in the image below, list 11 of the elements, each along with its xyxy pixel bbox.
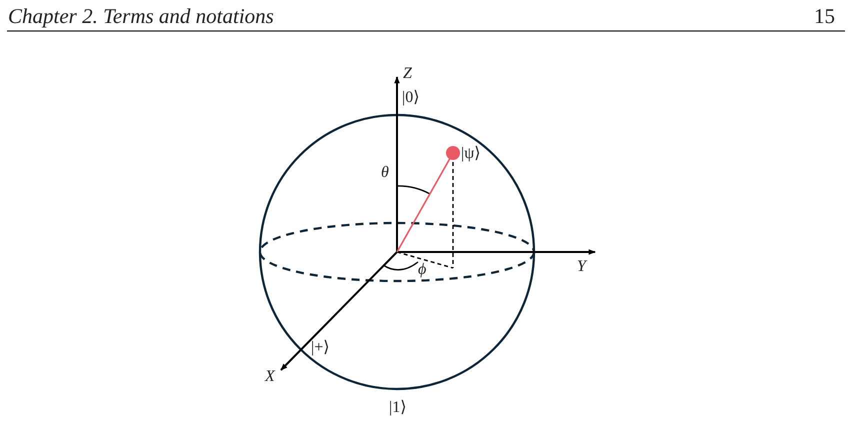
state-label: |ψ⟩ <box>461 146 480 162</box>
axis-label: Z <box>403 66 412 82</box>
axis-label: X <box>265 369 275 385</box>
page-number: 15 <box>814 6 835 27</box>
state-label: |1⟩ <box>389 400 406 416</box>
state-label: |0⟩ <box>402 90 420 106</box>
state-label: |+⟩ <box>311 340 330 356</box>
running-head: Chapter 2. Terms and notations <box>8 6 274 27</box>
axis-label: Y <box>577 259 586 275</box>
angle-label: θ <box>381 165 389 181</box>
angle-label: ϕ <box>418 262 426 278</box>
